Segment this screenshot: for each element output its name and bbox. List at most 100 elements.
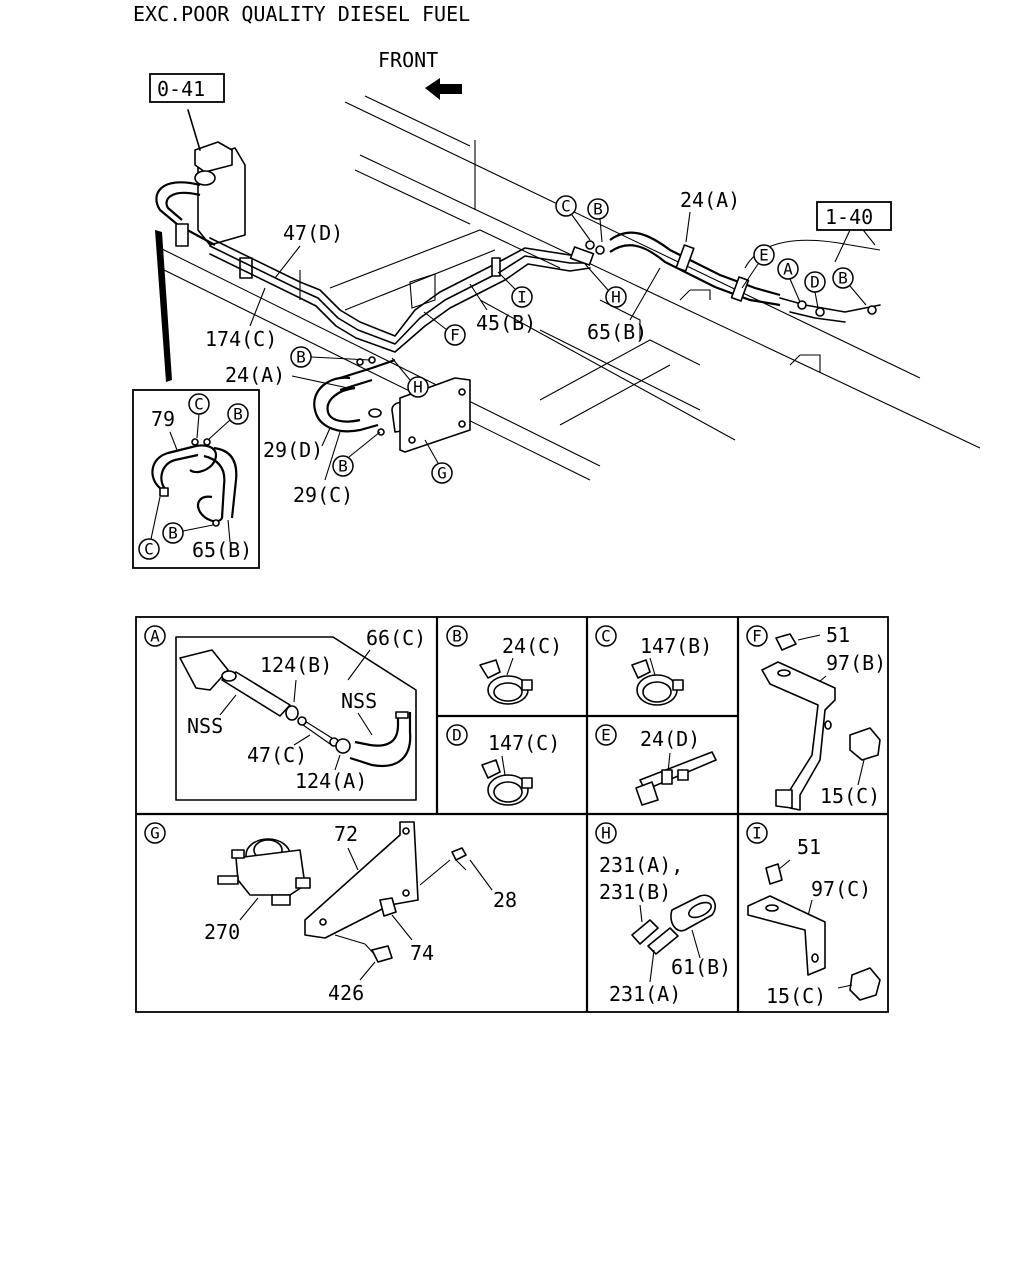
detail-i: I 51 97(C) 15(C) bbox=[746, 822, 881, 1008]
inset-letter-c-top: C bbox=[188, 393, 210, 415]
detail-a-callout-47c: 47(C) bbox=[247, 743, 307, 767]
detail-f: F 51 97(B) 15(C) bbox=[746, 623, 886, 811]
inset-letter-b-bottom: B bbox=[162, 522, 184, 544]
svg-text:A: A bbox=[783, 260, 793, 279]
detail-c-callout-147b: 147(B) bbox=[640, 634, 712, 658]
callout-45b: 45(B) bbox=[476, 311, 536, 335]
detail-i-callout-15c: 15(C) bbox=[766, 984, 826, 1008]
detail-f-callout-15c: 15(C) bbox=[820, 784, 880, 808]
callout-29d: 29(D) bbox=[263, 438, 323, 462]
letter-g: G bbox=[431, 462, 453, 484]
svg-text:H: H bbox=[601, 824, 611, 843]
diagram-title: EXC.POOR QUALITY DIESEL FUEL bbox=[133, 2, 470, 26]
detail-g-callout-72: 72 bbox=[334, 822, 358, 846]
svg-text:C: C bbox=[561, 197, 571, 216]
detail-a-callout-124a: 124(A) bbox=[295, 769, 367, 793]
detail-d-callout-147c: 147(C) bbox=[488, 731, 560, 755]
front-arrow-icon bbox=[425, 78, 462, 100]
ref-0-41: 0-41 bbox=[157, 77, 205, 101]
callout-29c: 29(C) bbox=[293, 483, 353, 507]
detail-h-callout-61b: 61(B) bbox=[671, 955, 731, 979]
fuel-filter-assembly bbox=[155, 109, 253, 279]
detail-g-callout-426: 426 bbox=[328, 981, 364, 1005]
detail-i-callout-97c: 97(C) bbox=[811, 877, 871, 901]
callout-65b-main: 65(B) bbox=[587, 320, 647, 344]
fuel-lines bbox=[209, 225, 881, 353]
detail-f-callout-97b: 97(B) bbox=[826, 651, 886, 675]
detail-g: G 270 72 28 74 426 bbox=[144, 821, 517, 1005]
svg-text:C: C bbox=[194, 395, 204, 414]
svg-text:E: E bbox=[601, 726, 611, 745]
svg-text:D: D bbox=[810, 273, 820, 292]
svg-text:I: I bbox=[752, 824, 762, 843]
ref-box-0-41 bbox=[149, 73, 225, 103]
detail-e: E 24(D) bbox=[595, 724, 717, 806]
detail-b: B 24(C) bbox=[446, 625, 562, 705]
inset-letter-c-bottom: C bbox=[138, 538, 160, 560]
callout-174c: 174(C) bbox=[205, 327, 277, 351]
front-label: FRONT bbox=[378, 48, 438, 72]
svg-text:B: B bbox=[838, 269, 848, 288]
ref-1-40: 1-40 bbox=[825, 205, 873, 229]
letter-b-right: B bbox=[832, 267, 854, 289]
detail-i-callout-51: 51 bbox=[797, 835, 821, 859]
detail-b-callout-24c: 24(C) bbox=[502, 634, 562, 658]
svg-text:H: H bbox=[611, 288, 621, 307]
detail-c: C 147(B) bbox=[595, 625, 712, 706]
svg-text:B: B bbox=[168, 524, 178, 543]
svg-text:E: E bbox=[759, 246, 769, 265]
detail-a-nss-left: NSS bbox=[187, 714, 223, 738]
detail-a-callout-124b: 124(B) bbox=[260, 653, 332, 677]
letter-c-top: C bbox=[555, 195, 577, 217]
detail-h: H 231(A), 231(B) 61(B) 231(A) bbox=[595, 822, 731, 1006]
letter-b-top: B bbox=[587, 198, 609, 220]
callout-47d: 47(D) bbox=[283, 221, 343, 245]
detail-h-callout-231a: 231(A) bbox=[609, 982, 681, 1006]
svg-text:F: F bbox=[450, 326, 460, 345]
svg-text:C: C bbox=[601, 627, 611, 646]
detail-g-callout-74: 74 bbox=[410, 941, 434, 965]
inset-callout-79: 79 bbox=[151, 407, 175, 431]
svg-text:D: D bbox=[452, 726, 462, 745]
letter-d: D bbox=[804, 271, 826, 293]
detail-a-nss-right: NSS bbox=[341, 689, 377, 713]
detail-f-callout-51: 51 bbox=[826, 623, 850, 647]
detail-d: D 147(C) bbox=[446, 724, 560, 806]
svg-text:B: B bbox=[593, 200, 603, 219]
letter-b-mid: B bbox=[290, 346, 312, 368]
svg-text:A: A bbox=[150, 627, 160, 646]
letter-h-mid: H bbox=[407, 376, 429, 398]
detail-a: A 66(C) 124(B) NSS 47(C) 124(A) NSS bbox=[144, 625, 426, 801]
chassis-frame bbox=[159, 95, 981, 481]
inset-letter-b-top: B bbox=[227, 403, 249, 425]
detail-g-callout-28: 28 bbox=[493, 888, 517, 912]
svg-text:I: I bbox=[517, 288, 527, 307]
callout-24a-top: 24(A) bbox=[680, 188, 740, 212]
detail-e-callout-24d: 24(D) bbox=[640, 727, 700, 751]
svg-text:F: F bbox=[752, 627, 762, 646]
ref-box-1-40 bbox=[816, 201, 892, 231]
inset-detail: 79 C B B C 65(B) bbox=[132, 389, 260, 569]
detail-g-callout-270: 270 bbox=[204, 920, 240, 944]
letter-i: I bbox=[511, 286, 533, 308]
svg-text:C: C bbox=[144, 540, 154, 559]
svg-text:B: B bbox=[338, 457, 348, 476]
detail-grid bbox=[135, 616, 889, 1013]
inset-callout-65b: 65(B) bbox=[192, 538, 252, 562]
letter-b-low: B bbox=[332, 455, 354, 477]
callout-24a-left: 24(A) bbox=[225, 363, 285, 387]
svg-text:G: G bbox=[150, 824, 160, 843]
letter-a: A bbox=[777, 258, 799, 280]
detail-h-callout-231ab-2: 231(B) bbox=[599, 880, 671, 904]
svg-text:G: G bbox=[437, 464, 447, 483]
letter-h-top: H bbox=[605, 286, 627, 308]
detail-h-callout-231ab-1: 231(A), bbox=[599, 853, 683, 877]
letter-f: F bbox=[444, 324, 466, 346]
letter-e: E bbox=[753, 244, 775, 266]
detail-a-callout-66c: 66(C) bbox=[366, 626, 426, 650]
svg-text:H: H bbox=[413, 378, 423, 397]
svg-text:B: B bbox=[452, 627, 462, 646]
svg-text:B: B bbox=[296, 348, 306, 367]
svg-text:B: B bbox=[233, 405, 243, 424]
